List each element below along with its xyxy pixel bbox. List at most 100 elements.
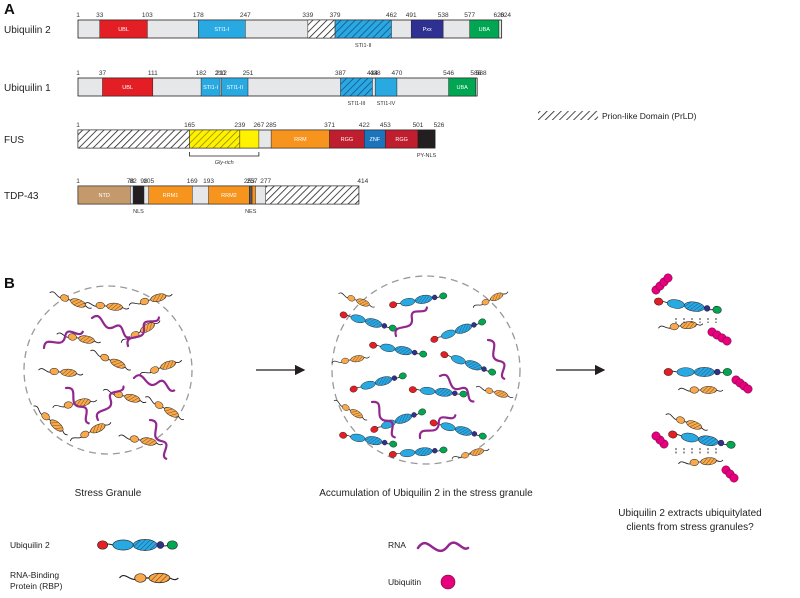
residue-tick: 169 <box>187 178 198 185</box>
domain-block <box>417 129 436 149</box>
prld-domain <box>110 358 126 369</box>
residue-tick: 285 <box>266 122 277 129</box>
ubl-domain <box>97 540 108 550</box>
legend-rbp-glyph <box>119 572 179 584</box>
pxx-domain <box>411 349 418 356</box>
domain-label: STI1-I <box>203 85 218 91</box>
residue-tick: 182 <box>196 70 207 77</box>
residue-tick: 387 <box>335 70 346 77</box>
residue-tick: 111 <box>148 70 158 77</box>
residue-tick: 37 <box>99 70 107 77</box>
sti1-hatched-domain <box>364 318 383 328</box>
protein-backbone <box>77 19 503 39</box>
rbp-glyph <box>56 332 101 344</box>
residue-tick: 620 <box>493 12 504 19</box>
ubiquilin2-glyph <box>370 408 427 433</box>
stress-granule-boundary <box>23 285 193 455</box>
rna-strand <box>148 418 168 460</box>
domain-block <box>374 77 398 97</box>
ubiquilin2-glyph <box>430 318 487 343</box>
rna-strand <box>95 385 125 422</box>
ubl-domain <box>339 311 348 319</box>
ubiquitin <box>722 336 732 346</box>
domain-label: ZNF <box>369 137 380 143</box>
rbp-glyph <box>102 388 147 403</box>
domain-block <box>200 77 221 97</box>
stress-granule-ubiquilin-contents <box>331 291 514 459</box>
rbp-glyph <box>118 434 163 446</box>
uba-domain <box>418 408 427 416</box>
domain-block <box>410 19 444 39</box>
residue-tick: 1 <box>76 12 80 19</box>
domain-block <box>198 19 246 39</box>
prld-domain <box>140 437 157 446</box>
domain-block <box>334 19 392 39</box>
uba-domain <box>478 432 487 440</box>
domain-sublabel: Gly-rich <box>215 160 234 166</box>
residue-tick: 267 <box>253 122 264 129</box>
legend-rna-label: RNA <box>388 540 406 550</box>
rna-strand <box>42 330 84 350</box>
sti1-domain <box>681 432 699 443</box>
ubl-domain <box>339 431 348 439</box>
sti1-domain <box>400 449 416 458</box>
domain-label: RRM <box>294 137 307 143</box>
ubl-domain <box>370 425 379 433</box>
residue-tick: 501 <box>413 122 424 129</box>
uba-domain <box>389 440 398 448</box>
rrm-domain <box>676 416 686 424</box>
prld-domain <box>470 448 485 456</box>
uba-domain <box>478 318 487 326</box>
rna-strand <box>90 314 131 339</box>
sti1-domain <box>400 298 416 307</box>
rrm-domain <box>689 459 699 467</box>
uba-domain <box>712 305 722 314</box>
ubl-domain <box>349 385 358 393</box>
residue-tick: 339 <box>302 12 313 19</box>
residue-tick: 422 <box>359 122 370 129</box>
rbp-glyph <box>338 292 375 308</box>
residue-tick: 98 <box>140 178 148 185</box>
domain-block <box>99 19 148 39</box>
domain-label: UBA <box>479 27 491 33</box>
residue-tick: 1 <box>76 122 80 129</box>
domain-block <box>249 185 253 205</box>
rrm-domain <box>80 430 90 439</box>
residue-tick: 371 <box>324 122 335 129</box>
ubl-domain <box>408 386 417 393</box>
sti1-hatched-domain <box>693 367 715 377</box>
uba-domain <box>722 368 732 376</box>
domain-label: UBA <box>457 85 469 91</box>
domain-block <box>307 19 336 39</box>
sti1-hatched-domain <box>414 294 433 304</box>
domain-sublabel: STI1-IV <box>377 101 396 107</box>
prld-domain <box>70 298 86 308</box>
sti1-hatched-domain <box>698 435 719 446</box>
pxx-domain <box>471 431 478 437</box>
pxx-domain <box>714 368 721 376</box>
domain-label: STI1-II <box>226 85 243 91</box>
rrm-domain <box>154 401 164 409</box>
prld-legend: Prion-like Domain (PrLD) <box>538 111 697 121</box>
legend-rbp-label-2: Protein (RBP) <box>10 581 63 591</box>
ubl-domain <box>369 341 378 349</box>
pxx-domain <box>703 305 711 312</box>
domain-sublabel: NES <box>245 209 257 215</box>
domain-block <box>132 185 145 205</box>
residue-tick: 78 <box>127 178 135 185</box>
uba-domain <box>439 446 448 454</box>
residue-tick: 1 <box>76 178 80 185</box>
rrm-domain <box>129 435 139 443</box>
domain-label: UBL <box>122 85 133 91</box>
pxx-domain <box>481 366 487 372</box>
prld-domain <box>686 420 702 430</box>
uba-domain <box>439 292 448 300</box>
prld-domain <box>350 409 363 419</box>
rrm-domain <box>150 366 160 374</box>
rrm-domain <box>341 357 350 364</box>
rbp-glyph <box>665 413 708 431</box>
